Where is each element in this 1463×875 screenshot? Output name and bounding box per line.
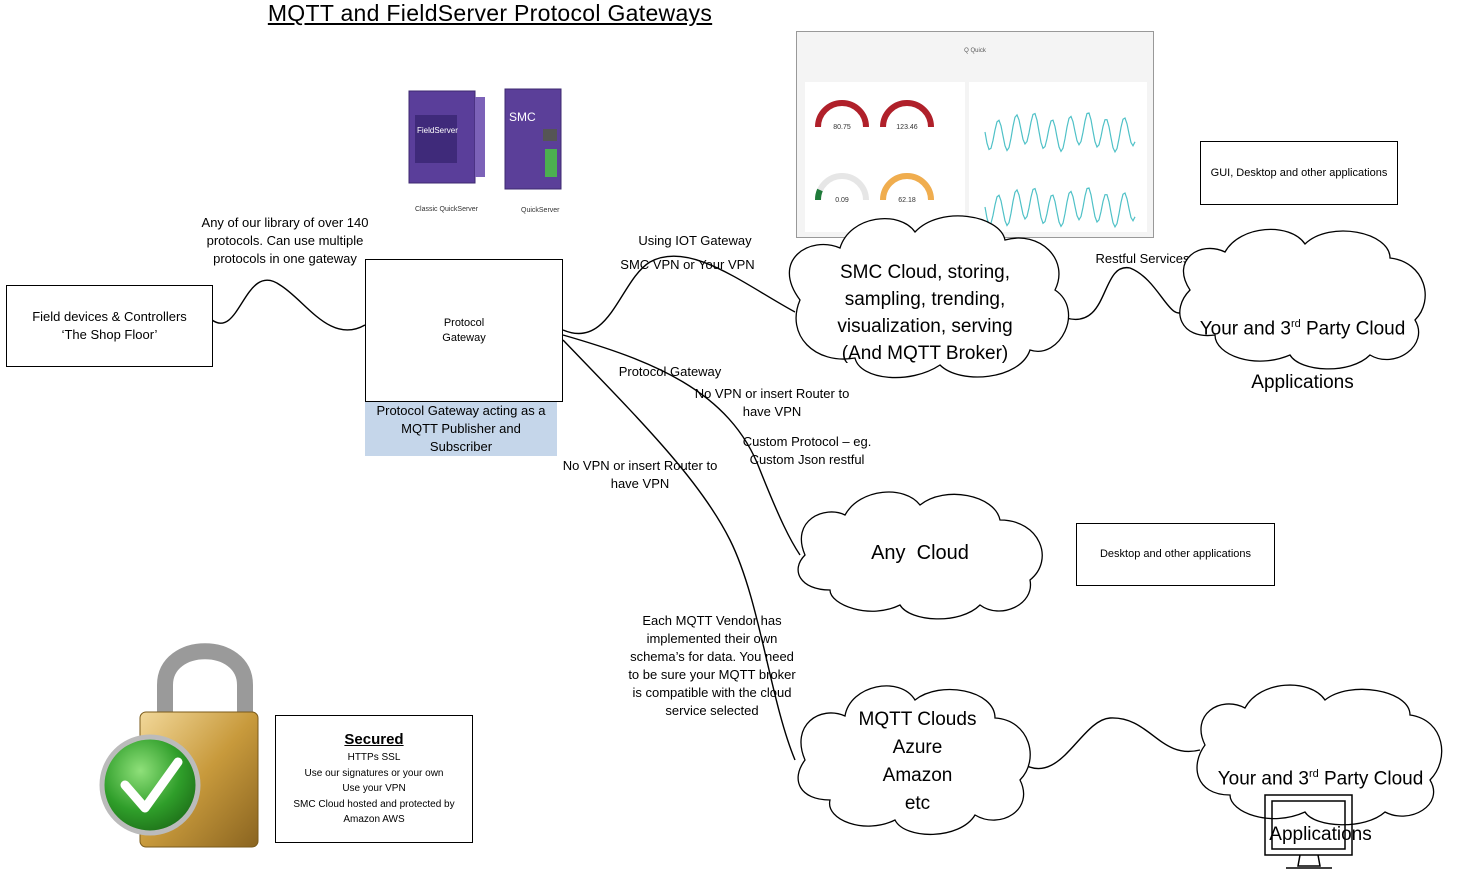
iot-gateway-note: Using IOT Gateway xyxy=(638,233,752,248)
mqtt-cloud-shape xyxy=(797,685,1031,836)
quickserver-devices-image: FieldServer SMC Classic QuickServer Quic… xyxy=(408,88,562,214)
any-cloud-label: Any Cloud xyxy=(871,542,969,564)
dashboard-screenshot: Q Quick 80.75 123.46 0.09 62.18 xyxy=(796,31,1154,238)
smc-cloud-label: SMC Cloud, storing, sampling, trending, … xyxy=(837,262,1013,364)
gui-apps-label: GUI, Desktop and other applications xyxy=(1210,166,1388,179)
dashboard-header: Q Quick xyxy=(964,48,986,54)
smc-vpn-note: SMC VPN or Your VPN xyxy=(620,257,755,272)
any-cloud-shape xyxy=(797,491,1043,620)
thirdparty-top-post: Party Cloud xyxy=(1300,318,1406,340)
dashboard-chart: 80.75 123.46 0.09 62.18 xyxy=(805,82,1147,232)
restful-note: Restful Services xyxy=(1095,251,1190,266)
device-images: FieldServer SMC Classic QuickServer Quic… xyxy=(395,85,585,215)
link-mqtt-to-thirdparty xyxy=(1019,717,1201,770)
no-vpn-note-1: No VPN or insert Router to have VPN xyxy=(694,386,850,419)
protocol-gateway-label: Protocol Gateway xyxy=(442,316,486,344)
thirdparty-bottom-line2: Applications xyxy=(1269,824,1372,846)
link-gateway-to-anycloud xyxy=(562,334,801,556)
quickserver-device-brand: SMC xyxy=(509,110,536,124)
gauge-value: 62.18 xyxy=(898,197,916,204)
secured-line-2: Use our signatures or your own xyxy=(304,767,444,779)
quickserver-label: QuickServer xyxy=(521,207,560,214)
gui-apps-box: GUI, Desktop and other applications xyxy=(1200,141,1398,205)
thirdparty-cloud-bottom-shape xyxy=(1196,684,1443,826)
protocol-gateway-box: Protocol Gateway xyxy=(365,259,563,402)
gauge-arc xyxy=(815,100,869,128)
wave-layer xyxy=(984,112,1136,229)
thirdparty-top-line2: Applications xyxy=(1251,372,1354,394)
protocol-gateway-note: Protocol Gateway xyxy=(618,364,722,379)
thirdparty-bottom-pre: Your and 3 xyxy=(1217,768,1309,790)
gauge-arc xyxy=(880,100,934,128)
secured-line-4: SMC Cloud hosted and protected by xyxy=(293,798,455,810)
desktop-apps-box: Desktop and other applications xyxy=(1076,523,1275,586)
thirdparty-cloud-top-label: Your and 3rd Party Cloud Applications xyxy=(1180,284,1425,396)
gateway-caption: Protocol Gateway acting as a MQTT Publis… xyxy=(365,402,557,456)
gauge-layer: 80.75 123.46 0.09 62.18 xyxy=(815,100,934,204)
secured-line-5: Amazon AWS xyxy=(343,814,405,826)
custom-protocol-note: Custom Protocol – eg. Custom Json restfu… xyxy=(742,434,872,467)
secured-line-3: Use your VPN xyxy=(342,783,406,795)
link-field-to-gateway xyxy=(211,279,366,331)
thirdparty-cloud-top-shape xyxy=(1179,228,1426,370)
gauge-value: 123.46 xyxy=(896,124,918,131)
gauge-value: 80.75 xyxy=(833,124,851,131)
thirdparty-cloud-bottom-label: Your and 3rd Party Cloud Applications xyxy=(1198,732,1443,849)
trend-line xyxy=(984,112,1136,154)
gauge-arc xyxy=(880,173,934,201)
smc-cloud-shape xyxy=(788,215,1070,379)
page-title: MQTT and FieldServer Protocol Gateways xyxy=(267,0,713,26)
classic-quickserver-label: Classic QuickServer xyxy=(415,206,479,213)
secured-box: Secured HTTPs SSL Use our signatures or … xyxy=(275,715,473,843)
field-devices-box: Field devices & Controllers ‘The Shop Fl… xyxy=(6,285,213,367)
mqtt-cloud-label: MQTT Clouds Azure Amazon etc xyxy=(858,709,977,814)
mqtt-vendor-note: Each MQTT Vendor has implemented their o… xyxy=(628,613,796,718)
classic-device-brand: FieldServer xyxy=(417,126,458,135)
link-smc-to-thirdparty xyxy=(1065,267,1186,321)
thirdparty-bottom-sup: rd xyxy=(1308,768,1319,780)
gauge-arc xyxy=(815,188,823,201)
secured-line-1: HTTPs SSL xyxy=(347,752,401,764)
secured-heading: Secured xyxy=(344,731,404,749)
link-gateway-to-smc xyxy=(562,255,796,335)
trend-line xyxy=(984,187,1136,229)
thirdparty-top-sup: rd xyxy=(1290,318,1301,330)
desktop-apps-label: Desktop and other applications xyxy=(1099,548,1252,560)
no-vpn-note-2: No VPN or insert Router to have VPN xyxy=(562,458,718,491)
gauge-value: 0.09 xyxy=(835,197,849,204)
library-note: Any of our library of over 140 protocols… xyxy=(201,215,369,266)
field-devices-label: Field devices & Controllers ‘The Shop Fl… xyxy=(32,309,187,342)
link-gateway-to-mqtt xyxy=(562,339,796,761)
thirdparty-top-pre: Your and 3 xyxy=(1199,318,1291,340)
thirdparty-bottom-post: Party Cloud xyxy=(1318,768,1424,790)
